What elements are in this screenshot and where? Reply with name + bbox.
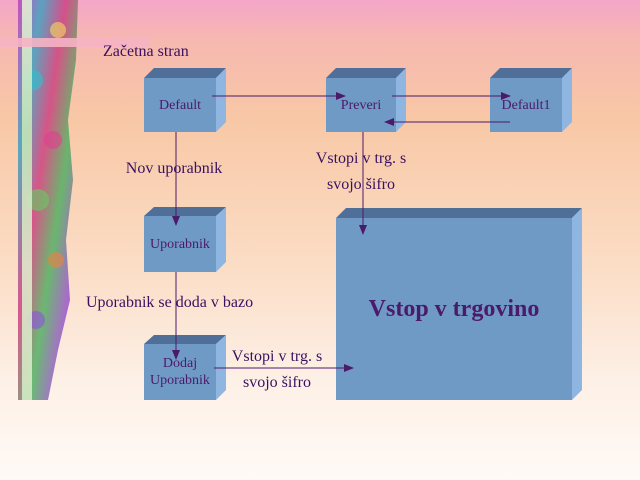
label-vstopi-top-line2: svojo šifro	[327, 176, 395, 193]
label-vstopi-top-line1: Vstopi v trg. s	[315, 150, 407, 167]
label-vstopi-bottom-line1: Vstopi v trg. s	[231, 348, 323, 365]
dodaj-uporabnik-node-label: Dodaj Uporabnik	[144, 344, 216, 400]
default-node-label: Default	[144, 78, 216, 132]
label-vstopi-bottom: Vstopi v trg. s svojo šifro	[218, 344, 336, 396]
decorative-vertical-bar	[22, 0, 32, 400]
preveri-node-label: Preveri	[326, 78, 396, 132]
uporabnik-node-label: Uporabnik	[144, 216, 216, 272]
default1-node-label: Default1	[490, 78, 562, 132]
trgovina-node-label: Vstop v trgovino	[336, 218, 572, 400]
page-title: Začetna stran	[103, 43, 189, 60]
label-doda-v-bazo: Uporabnik se doda v bazo	[86, 294, 254, 311]
dodaj-line1: Dodaj	[162, 356, 198, 371]
dodaj-line2: Uporabnik	[150, 373, 210, 388]
label-vstopi-top: Vstopi v trg. s svojo šifro	[302, 146, 420, 198]
label-vstopi-bottom-line2: svojo šifro	[243, 374, 311, 391]
label-nov-uporabnik: Nov uporabnik	[125, 160, 223, 177]
decorative-horizontal-bar	[0, 38, 150, 47]
